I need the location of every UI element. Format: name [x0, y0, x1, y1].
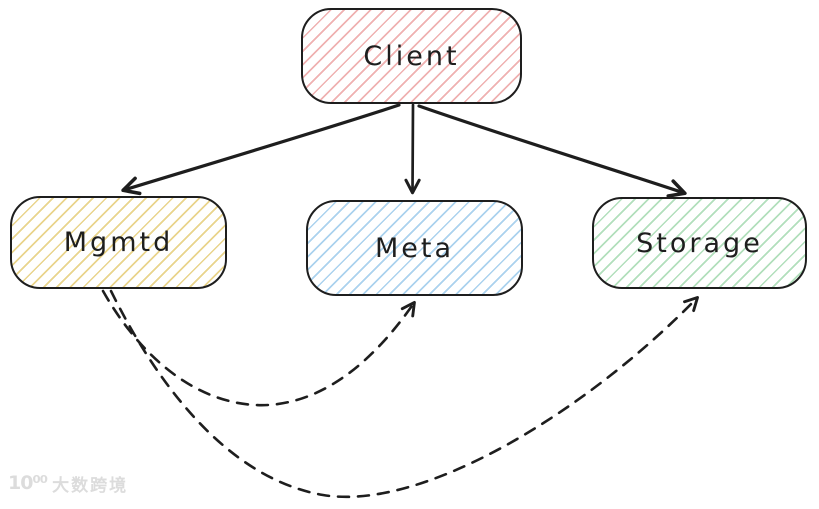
edge-mgmtd-to-meta-dashed — [101, 289, 416, 407]
edge-mgmtd-to-storage-dashed — [109, 289, 699, 499]
node-mgmtd: Mgmtd — [10, 196, 227, 289]
node-mgmtd-label: Mgmtd — [63, 227, 174, 258]
edge-client-to-storage — [417, 104, 687, 198]
edge-client-to-mgmtd — [121, 103, 401, 196]
node-storage: Storage — [592, 197, 807, 289]
watermark: 10⁰⁰ 大数跨境 — [8, 471, 129, 497]
watermark-text: 大数跨境 — [52, 476, 129, 496]
node-meta: Meta — [306, 200, 523, 296]
node-storage-label: Storage — [636, 227, 763, 259]
dashu-kuajing-logo-icon: 10⁰⁰ — [8, 472, 48, 494]
node-client: Client — [301, 8, 522, 104]
node-client-label: Client — [363, 40, 460, 72]
edge-client-to-meta — [404, 103, 421, 195]
node-meta-label: Meta — [374, 232, 455, 264]
